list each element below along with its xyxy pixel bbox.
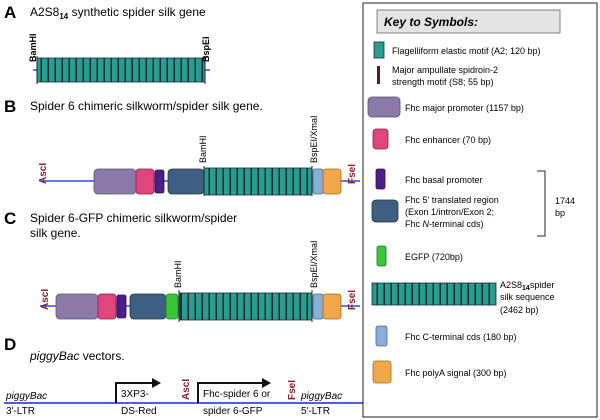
panel-c-5prime-region	[129, 293, 167, 320]
panel-a-bamhi-label: BamHI	[28, 33, 38, 62]
panel-c-silk-sequence	[179, 292, 313, 321]
key-5prime-line3: Fhc N-terminal cds)	[405, 219, 484, 229]
panel-d-promoter2-arrow-icon	[197, 378, 271, 403]
panel-b-bamhi-label: BamHI	[198, 135, 208, 163]
panel-b-letter: B	[4, 97, 16, 116]
panel-d-title: piggyBac vectors.	[29, 349, 125, 363]
panel-c-polya	[322, 293, 342, 320]
panel-b-basal-promoter	[154, 169, 165, 194]
panel-b-polya	[322, 168, 342, 195]
panel-d-promoter2-line1: Fhc-spider 6 or	[203, 389, 271, 400]
key-title: Key to Symbols:	[384, 15, 478, 29]
panel-d-ltr5-line1: piggyBac	[300, 391, 342, 402]
panel-b-title: Spider 6 chimeric silkworm/spider silk g…	[30, 99, 263, 113]
panel-c-egfp	[165, 293, 179, 320]
panel-b-fsei-label: FseI	[347, 164, 358, 184]
panel-b-asci-label: AscI	[38, 163, 49, 184]
panel-c-bamhi-label: BamHI	[173, 260, 183, 288]
key-basal-promoter-swatch	[375, 168, 386, 190]
panel-c-c-terminal	[312, 293, 324, 320]
panel-d-promoter1-arrow-icon	[115, 378, 161, 403]
panel-d-ltr3-line2: 3'-LTR	[6, 406, 35, 417]
panel-c-basal-promoter	[116, 294, 127, 319]
panel-b-5prime-region	[167, 168, 205, 195]
key-title-box	[376, 9, 561, 34]
panel-c-enhancer	[97, 293, 117, 320]
key-panel	[362, 2, 598, 418]
panel-d-ltr3-line1: piggyBac	[5, 391, 47, 402]
panel-b-enhancer	[135, 168, 155, 195]
panel-a-title: A2S814 synthetic spider silk gene	[30, 5, 206, 21]
key-enhancer-label: Fhc enhancer (70 bp)	[405, 135, 491, 145]
panel-d-promoter2-line2: spider 6-GFP	[203, 406, 263, 417]
panel-d-promoter1-line1: 3XP3-	[121, 389, 149, 400]
panel-c-asci-label: AscI	[40, 289, 51, 310]
panel-d-fsei-label: FseI	[287, 380, 298, 400]
key-c-terminal-swatch	[375, 325, 388, 347]
key-major-promoter-swatch	[367, 96, 401, 118]
panel-a-bspei-label: BspEI	[201, 36, 211, 62]
key-flagelliform-label: Flagelliform elastic motif (A2; 120 bp)	[392, 46, 541, 56]
key-enhancer-swatch	[372, 128, 389, 150]
panel-d-ltr5-line2: 5'-LTR	[301, 406, 330, 417]
panel-c-letter: C	[4, 209, 16, 228]
panel-d-letter: D	[4, 335, 16, 354]
key-silk-line3: (2462 bp)	[500, 305, 539, 315]
panel-c-title-line1: Spider 6-GFP chimeric silkworm/spider	[30, 211, 237, 225]
key-bracket	[537, 170, 546, 237]
key-c-terminal-label: Fhc C-terminal cds (180 bp)	[405, 332, 517, 342]
key-strength-motif-swatch	[377, 66, 380, 84]
panel-c-major-promoter	[55, 293, 99, 320]
key-polya-label: Fhc polyA signal (300 bp)	[405, 368, 507, 378]
panel-d-promoter1-line2: DS-Red	[121, 406, 157, 417]
panel-b-c-terminal	[312, 168, 324, 195]
panel-b-major-promoter	[93, 168, 137, 195]
panel-b-silk-sequence	[203, 167, 313, 196]
key-basal-promoter-label: Fhc basal promoter	[405, 175, 483, 185]
panel-a-silk-repeats	[36, 57, 206, 83]
panel-c-title-line2: silk gene.	[30, 226, 81, 240]
key-5prime-line2: (Exon 1/intron/Exon 2;	[405, 207, 494, 217]
key-strength-motif-line1: Major ampullate spidroin-2	[392, 65, 498, 75]
panel-a-letter: A	[4, 3, 16, 22]
key-5prime-region-swatch	[371, 199, 399, 223]
key-5prime-line1: Fhc 5' translated region	[405, 195, 499, 205]
panel-c-bspei-xmai-label: BspEI/XmaI	[309, 240, 319, 288]
key-silk-line2: silk sequence	[500, 292, 555, 302]
key-silk-line1: A2S814spider	[500, 280, 554, 292]
key-egfp-swatch	[376, 245, 387, 267]
key-major-promoter-label: Fhc major promoter (1157 bp)	[405, 103, 524, 113]
key-bracket-line1: 1744	[555, 196, 575, 206]
panel-d-asci-label: AscI	[181, 379, 192, 400]
key-bracket-line2: bp	[555, 208, 565, 218]
key-egfp-label: EGFP (720bp)	[405, 252, 463, 262]
key-silk-sequence-swatch	[371, 282, 497, 306]
key-polya-swatch	[372, 360, 392, 384]
key-strength-motif-line2: strength motif (S8; 55 bp)	[392, 77, 494, 87]
panel-b-bspei-xmai-label: BspEI/XmaI	[309, 115, 319, 163]
panel-c-fsei-label: FseI	[347, 290, 358, 310]
key-flagelliform-swatch	[373, 41, 385, 59]
